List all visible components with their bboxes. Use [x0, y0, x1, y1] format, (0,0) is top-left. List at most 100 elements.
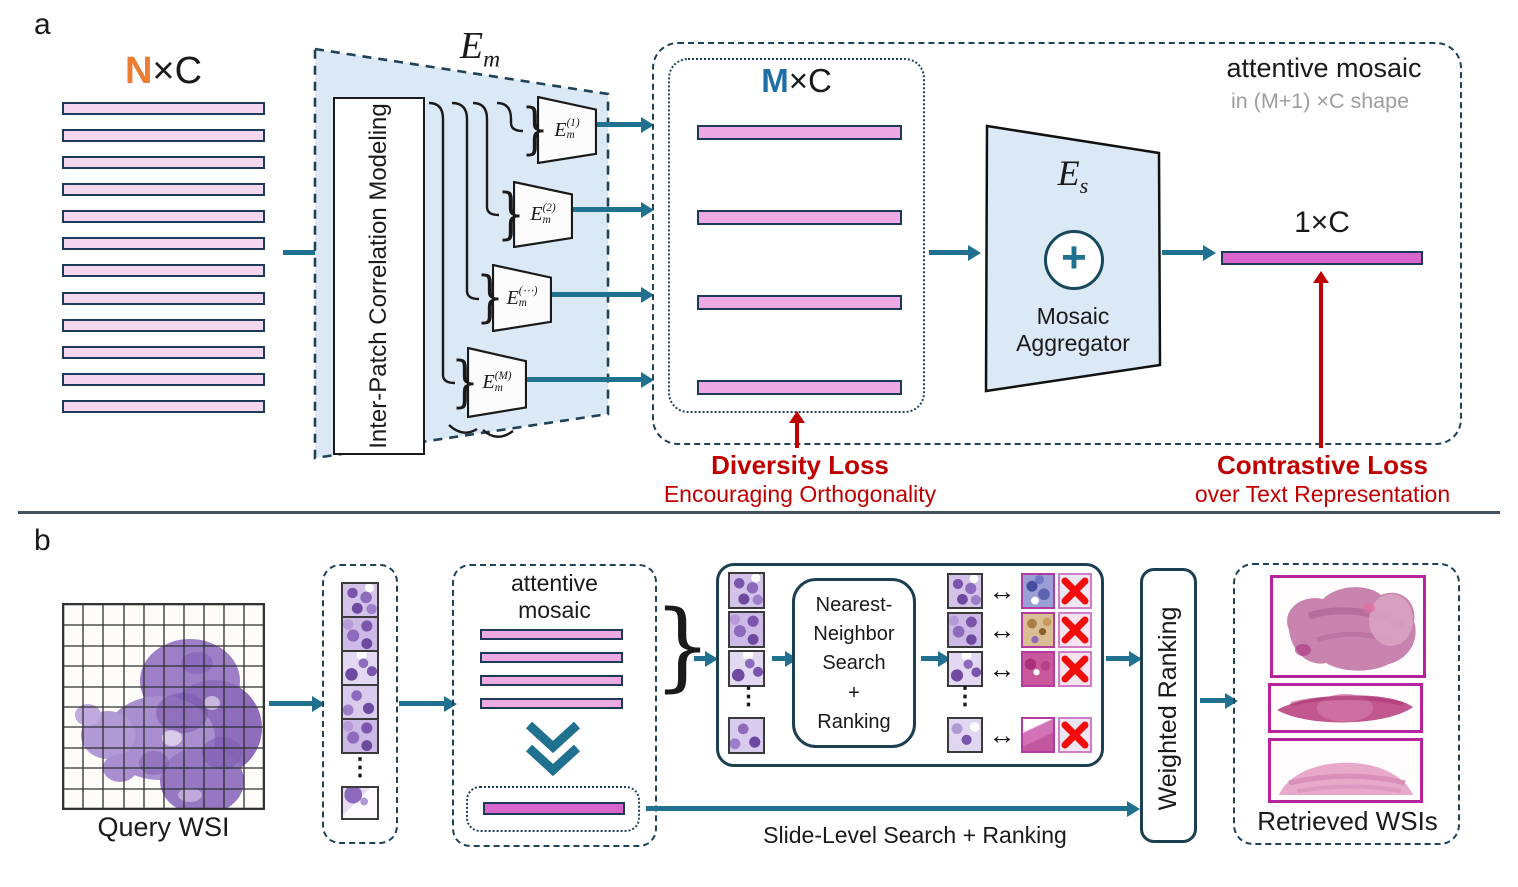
expert-brace: }	[521, 97, 549, 162]
double-chevron-down-icon	[525, 721, 581, 777]
query-wsi-image	[62, 603, 265, 810]
feature-bar	[62, 345, 265, 359]
mosaic-dims-xc: ×C	[788, 62, 832, 99]
wsi-patch	[341, 718, 379, 754]
mosaic-bar	[697, 125, 902, 140]
feature-bar	[62, 210, 265, 224]
feature-bar	[62, 183, 265, 197]
reject-x-icon	[1061, 616, 1089, 644]
mosaic-dims-m: M	[761, 62, 789, 99]
feature-bar	[62, 237, 265, 251]
expert-label: E(M)m	[482, 369, 512, 394]
slide-level-search-label: Slide-Level Search + Ranking	[763, 822, 1067, 848]
feature-bar	[62, 318, 265, 332]
query-patch	[728, 572, 765, 609]
feature-bar	[62, 129, 265, 143]
attentive-mosaic-container	[652, 42, 1462, 445]
expert-encoder: E(2)m	[512, 180, 574, 249]
encoder-title: Em	[459, 25, 501, 73]
expert-brace: }	[476, 265, 504, 330]
expert-label: E(2)m	[530, 201, 556, 226]
nn-search-box: Nearest- Neighbor Search + Ranking	[792, 578, 916, 748]
diversity-loss-arrow	[789, 411, 805, 448]
patches-to-mosaic-arrow	[399, 701, 445, 706]
mosaic-bar	[697, 380, 902, 395]
results-to-ranking-arrow	[1106, 656, 1130, 661]
expert-brace: }	[451, 350, 479, 415]
query-wsi-caption: Query WSI	[97, 812, 230, 842]
wsi-patch	[341, 616, 379, 652]
query-patch	[728, 717, 765, 754]
query-patch	[947, 651, 983, 687]
mosaic-title-b: attentive mosaic	[511, 570, 598, 624]
retrieved-patch	[1021, 612, 1055, 648]
nn-line: +	[848, 681, 860, 704]
mosaic-bar	[480, 675, 623, 686]
expert-encoder: E(M)m	[466, 346, 528, 419]
match-arrow-icon: ↔	[988, 576, 1016, 606]
mosaic-bar	[480, 698, 623, 709]
rejected-match-box	[1058, 651, 1092, 687]
wsi-patch	[341, 582, 379, 618]
feature-bar	[62, 156, 265, 170]
retrieved-wsi-image	[1268, 683, 1423, 733]
retrieved-wsi-image	[1270, 575, 1426, 678]
brace-to-search-arrow	[694, 656, 706, 661]
retrieved-wsi-image	[1268, 738, 1423, 803]
slide-embedding-bar-b	[483, 802, 625, 815]
input-dims-label: N×C	[62, 50, 265, 93]
query-wsi-grid	[63, 604, 264, 809]
result-rows-ellipsis: ⋮	[953, 683, 977, 710]
slide-level-search-arrow	[646, 806, 1128, 811]
input-dims-xc: ×C	[152, 50, 203, 92]
aggregator-output-arrow	[1162, 250, 1204, 255]
nn-line: Ranking	[817, 710, 891, 733]
feature-bar	[62, 264, 265, 278]
retrieved-wsis-caption: Retrieved WSIs	[1257, 806, 1438, 836]
query-patch	[728, 611, 765, 648]
attentive-mosaic-subtitle: in (M+1) ×C shape	[1230, 89, 1410, 113]
mosaic-bar	[480, 629, 623, 640]
correlation-module-label: Inter-Patch Correlation Modeling	[364, 103, 392, 449]
rejected-match-box	[1058, 612, 1092, 648]
input-dims-n: N	[124, 50, 153, 92]
mosaic-dims-label: M×C	[668, 62, 925, 100]
diversity-loss-title: Diversity Loss	[711, 450, 889, 480]
panel-a-label: a	[34, 8, 51, 41]
mosaic-feature-bars	[697, 125, 902, 395]
attentive-mosaic-title: attentive mosaic	[1226, 53, 1422, 83]
expert-label: E(⋯)m	[506, 285, 538, 309]
wsi-patch	[341, 786, 379, 820]
expert-label: E(1)m	[554, 117, 580, 141]
output-dims-label: 1×C	[1294, 206, 1350, 239]
rejected-match-box	[1058, 573, 1092, 609]
expert-output-arrow	[573, 207, 642, 212]
weighted-ranking-box: Weighted Ranking	[1140, 568, 1197, 843]
reject-x-icon	[1061, 721, 1089, 749]
patches-to-nn-arrow	[772, 656, 786, 661]
query-patch-ellipsis: ⋮	[736, 683, 761, 710]
wsi-patch	[341, 650, 379, 686]
mosaic-to-aggregator-arrow	[929, 250, 969, 255]
contrastive-loss-subtitle: over Text Representation	[1194, 481, 1451, 507]
ranking-to-retrieved-arrow	[1200, 698, 1226, 703]
expert-encoder: E(⋯)m	[491, 263, 553, 333]
feature-bar	[62, 291, 265, 305]
slide-embedding-bar	[1221, 251, 1423, 265]
patch-strip-ellipsis: ⋮	[348, 754, 372, 781]
contrastive-loss-title: Contrastive Loss	[1217, 450, 1428, 480]
slide-embedding-box-b	[466, 786, 640, 832]
input-arrow	[283, 250, 327, 255]
match-arrow-icon: ↔	[988, 615, 1016, 645]
nn-line: Nearest-	[815, 594, 893, 616]
nn-line: Search	[822, 652, 886, 675]
reject-x-icon	[1061, 655, 1089, 683]
mosaic-bar	[697, 295, 902, 310]
gather-brace: }	[653, 590, 712, 702]
query-patch	[947, 612, 983, 648]
mosaic-bar	[697, 210, 902, 225]
query-to-patches-arrow	[269, 701, 313, 706]
contrastive-loss-arrow	[1313, 271, 1329, 448]
retrieved-patch	[1021, 573, 1055, 609]
